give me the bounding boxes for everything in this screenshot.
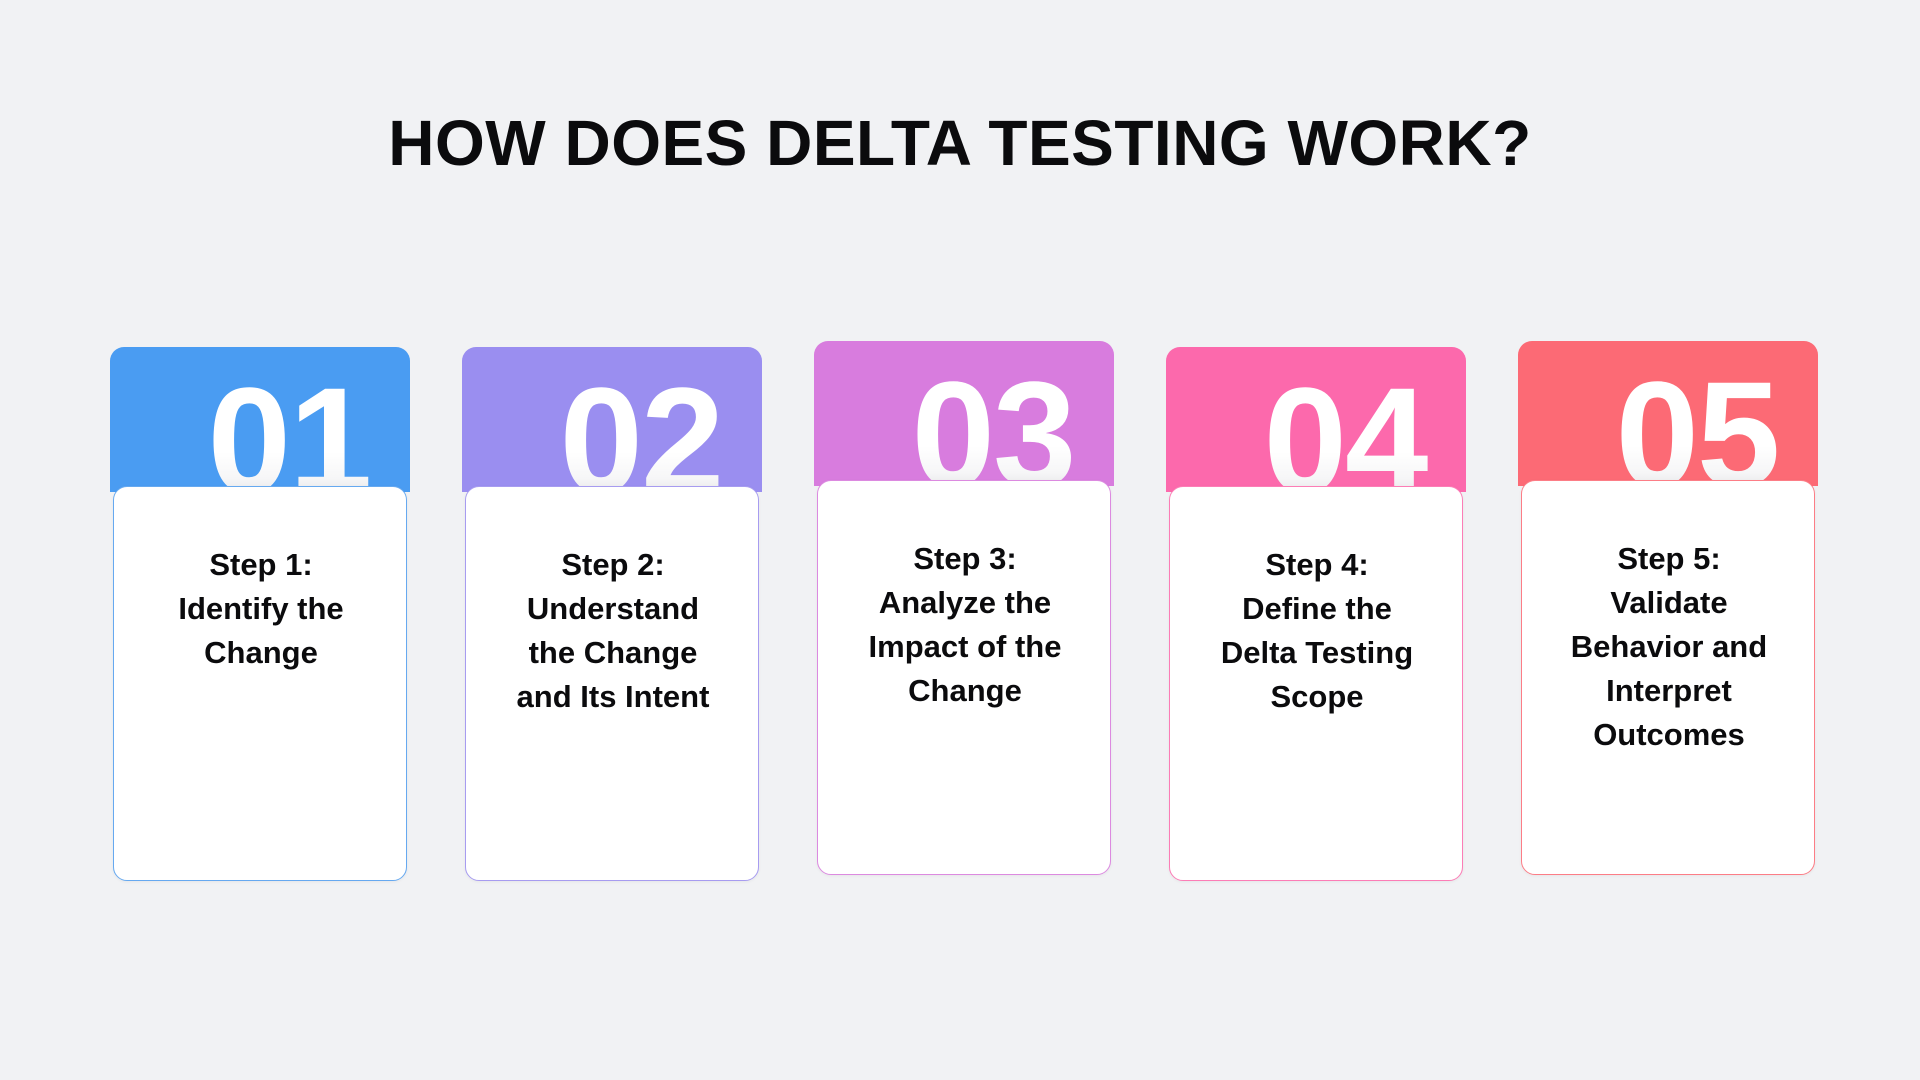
step-line3-01: Change (204, 635, 318, 671)
step-line4-05: Interpret (1606, 673, 1732, 709)
step-line3-04: Delta Testing (1220, 635, 1414, 671)
step-heading-03: Step 3: (913, 541, 1017, 576)
step-card-header-03: 03 (814, 341, 1114, 486)
step-line2-02: Understand (526, 591, 700, 627)
step-line2-03: Analyze the (878, 585, 1052, 621)
step-card-04[interactable]: 04 Step 4: Define the Delta Testing Scop… (1166, 347, 1466, 881)
step-line3-02: the Change (528, 635, 698, 671)
step-number-01: 01 (110, 365, 410, 492)
step-number-02: 02 (462, 365, 762, 492)
step-line4-03: Change (908, 673, 1022, 709)
step-card-body-01: Step 1: Identify the Change (113, 486, 407, 881)
step-line2-01: Identify the (178, 591, 344, 627)
step-line2-05: Validate (1610, 585, 1728, 621)
step-heading-04: Step 4: (1265, 547, 1369, 582)
step-heading-01: Step 1: (209, 547, 313, 582)
step-card-03[interactable]: 03 Step 3: Analyze the Impact of the Cha… (814, 341, 1114, 875)
step-card-header-01: 01 (110, 347, 410, 492)
step-text-05: Step 5: Validate Behavior and Interpret … (1519, 537, 1819, 757)
step-heading-02: Step 2: (561, 547, 665, 582)
step-card-header-05: 05 (1518, 341, 1818, 486)
step-card-header-04: 04 (1166, 347, 1466, 492)
step-card-body-02: Step 2: Understand the Change and Its In… (465, 486, 759, 881)
step-line2-04: Define the (1242, 591, 1392, 627)
step-number-04: 04 (1166, 365, 1466, 492)
step-card-body-05: Step 5: Validate Behavior and Interpret … (1521, 480, 1815, 875)
step-text-02: Step 2: Understand the Change and Its In… (463, 543, 763, 719)
step-card-body-04: Step 4: Define the Delta Testing Scope (1169, 486, 1463, 881)
step-line3-05: Behavior and (1570, 629, 1768, 665)
step-number-03: 03 (814, 359, 1114, 486)
step-card-02[interactable]: 02 Step 2: Understand the Change and Its… (462, 347, 762, 881)
step-line5-05: Outcomes (1593, 717, 1745, 753)
step-card-header-02: 02 (462, 347, 762, 492)
page-title: HOW DOES DELTA TESTING WORK? (388, 107, 1532, 179)
step-card-01[interactable]: 01 Step 1: Identify the Change (110, 347, 410, 881)
step-text-01: Step 1: Identify the Change (111, 543, 411, 675)
step-line4-04: Scope (1270, 679, 1364, 715)
step-card-05[interactable]: 05 Step 5: Validate Behavior and Interpr… (1518, 341, 1818, 875)
step-text-04: Step 4: Define the Delta Testing Scope (1167, 543, 1467, 719)
step-heading-05: Step 5: (1617, 541, 1721, 576)
step-card-body-03: Step 3: Analyze the Impact of the Change (817, 480, 1111, 875)
step-number-05: 05 (1518, 359, 1818, 486)
step-line3-03: Impact of the (868, 629, 1062, 665)
step-line4-02: and Its Intent (516, 679, 710, 715)
step-text-03: Step 3: Analyze the Impact of the Change (815, 537, 1115, 713)
